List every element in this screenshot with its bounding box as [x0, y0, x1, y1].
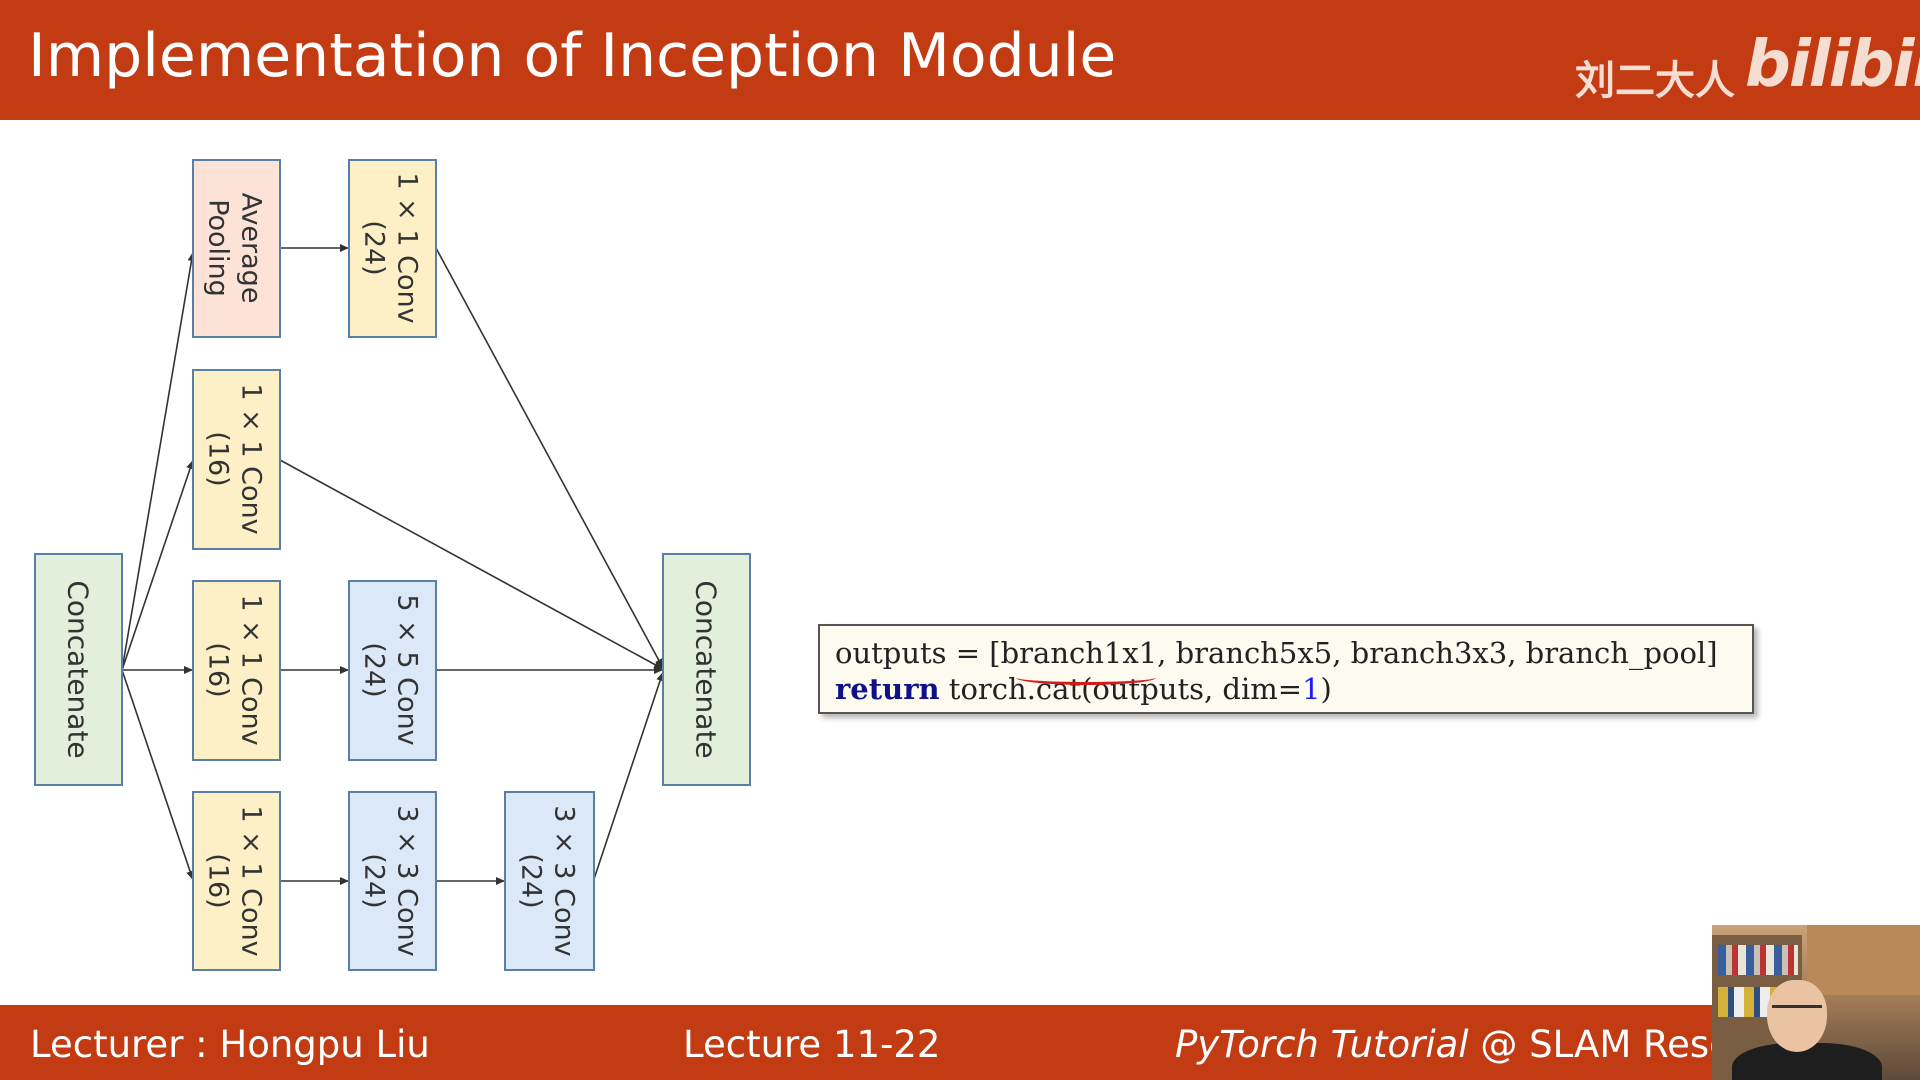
presenter-head [1767, 980, 1827, 1052]
slide-footer: Lecturer : Hongpu Liu Lecture 11-22 PyTo… [0, 1005, 1920, 1080]
node-line2: (24) [359, 642, 390, 697]
code-line-outputs: outputs = [branch1x1, branch5x5, branch3… [835, 636, 1718, 670]
node-line2: (24) [359, 853, 390, 908]
red-underline-annotation [1016, 670, 1156, 685]
edge-1x1-branch-to-output [279, 459, 664, 670]
node-line2: (24) [516, 853, 547, 908]
course-name: PyTorch Tutorial @ SLAM Resea [1175, 1023, 1755, 1066]
slide-header: Implementation of Inception Module 刘二大人 … [0, 0, 1920, 120]
edge-3x3-branch-to-output [593, 671, 664, 880]
node-line2: Pooling [203, 199, 234, 297]
slide-title: Implementation of Inception Module [28, 21, 1117, 91]
average-pooling-node: Average Pooling [192, 159, 281, 338]
branch5x5-conv-node: 5 × 5 Conv (24) [348, 580, 437, 761]
code-block: outputs = [branch1x1, branch5x5, branch3… [818, 624, 1754, 714]
node-line1: 3 × 3 Conv [392, 805, 423, 956]
edge-input-to-pool [121, 251, 196, 671]
input-concatenate-node: Concatenate [34, 553, 123, 786]
lecturer-name: Lecturer : Hongpu Liu [30, 1023, 430, 1066]
node-line1: 3 × 3 Conv [549, 805, 580, 956]
node-line2: (24) [359, 220, 390, 275]
branch3x3-conv-a-node: 3 × 3 Conv (24) [348, 791, 437, 971]
bilibili-logo: bilibili [1745, 28, 1920, 102]
lecture-number: Lecture 11-22 [683, 1023, 941, 1066]
edge-input-to-1x1 [121, 459, 194, 671]
node-line1: 1 × 1 Conv [236, 383, 267, 534]
branch3x3-reduce-node: 1 × 1 Conv (16) [192, 791, 281, 971]
closing-paren: ) [1320, 672, 1332, 706]
node-line2: (16) [203, 642, 234, 697]
node-line2: (16) [203, 853, 234, 908]
input-concatenate-label: Concatenate [62, 580, 95, 758]
node-line1: 5 × 5 Conv [392, 594, 423, 745]
node-line1: 1 × 1 Conv [236, 805, 267, 956]
pool-conv1x1-node: 1 × 1 Conv (24) [348, 159, 437, 338]
inception-diagram: Concatenate Concatenate Average Pooling … [34, 159, 751, 971]
cabinet [1807, 925, 1920, 995]
dim-value: 1 [1302, 672, 1321, 706]
presenter-glasses [1772, 1005, 1822, 1018]
diagram-edges [121, 244, 664, 885]
edge-input-to-3x3-reduce [121, 669, 194, 881]
books-row-top [1718, 945, 1798, 975]
node-line1: 1 × 1 Conv [392, 172, 423, 323]
node-line1: Average [236, 193, 267, 304]
node-line2: (16) [203, 431, 234, 486]
branch3x3-conv-b-node: 3 × 3 Conv (24) [504, 791, 595, 971]
branch5x5-reduce-node: 1 × 1 Conv (16) [192, 580, 281, 761]
course-title: PyTorch Tutorial [1175, 1023, 1469, 1066]
branch1x1-conv-node: 1 × 1 Conv (16) [192, 369, 281, 550]
return-keyword: return [835, 672, 940, 706]
edge-pool-branch-to-output [435, 247, 664, 669]
author-brand: 刘二大人 [1575, 58, 1735, 104]
output-concatenate-node: Concatenate [662, 553, 751, 786]
course-affiliation: @ SLAM Resea [1468, 1023, 1755, 1066]
node-line1: 1 × 1 Conv [236, 594, 267, 745]
webcam-overlay [1712, 925, 1920, 1080]
output-concatenate-label: Concatenate [690, 580, 723, 758]
